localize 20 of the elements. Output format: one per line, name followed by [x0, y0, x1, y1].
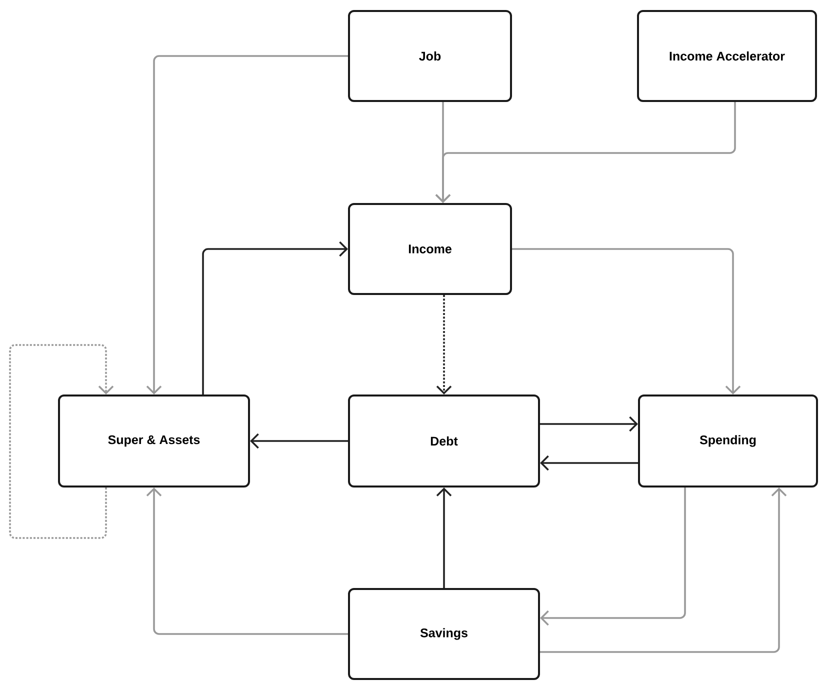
arrow — [146, 488, 348, 635]
arrow — [540, 455, 638, 471]
process-box: Super & Assets — [58, 394, 250, 488]
arrow — [540, 416, 638, 432]
arrow — [250, 433, 348, 449]
process-box: Spending — [638, 394, 818, 488]
arrow — [202, 241, 348, 394]
arrow — [512, 248, 741, 394]
process-box: Income Accelerator — [637, 10, 817, 102]
arrow — [540, 488, 787, 653]
arrow — [435, 102, 736, 203]
process-box: Debt — [348, 394, 540, 488]
arrow — [146, 55, 348, 394]
process-box: Job — [348, 10, 512, 102]
process-box: Savings — [348, 588, 540, 680]
process-box: Income — [348, 203, 512, 295]
arrow — [436, 295, 452, 394]
arrow — [9, 344, 114, 539]
arrow — [540, 488, 686, 626]
arrow — [436, 488, 452, 588]
